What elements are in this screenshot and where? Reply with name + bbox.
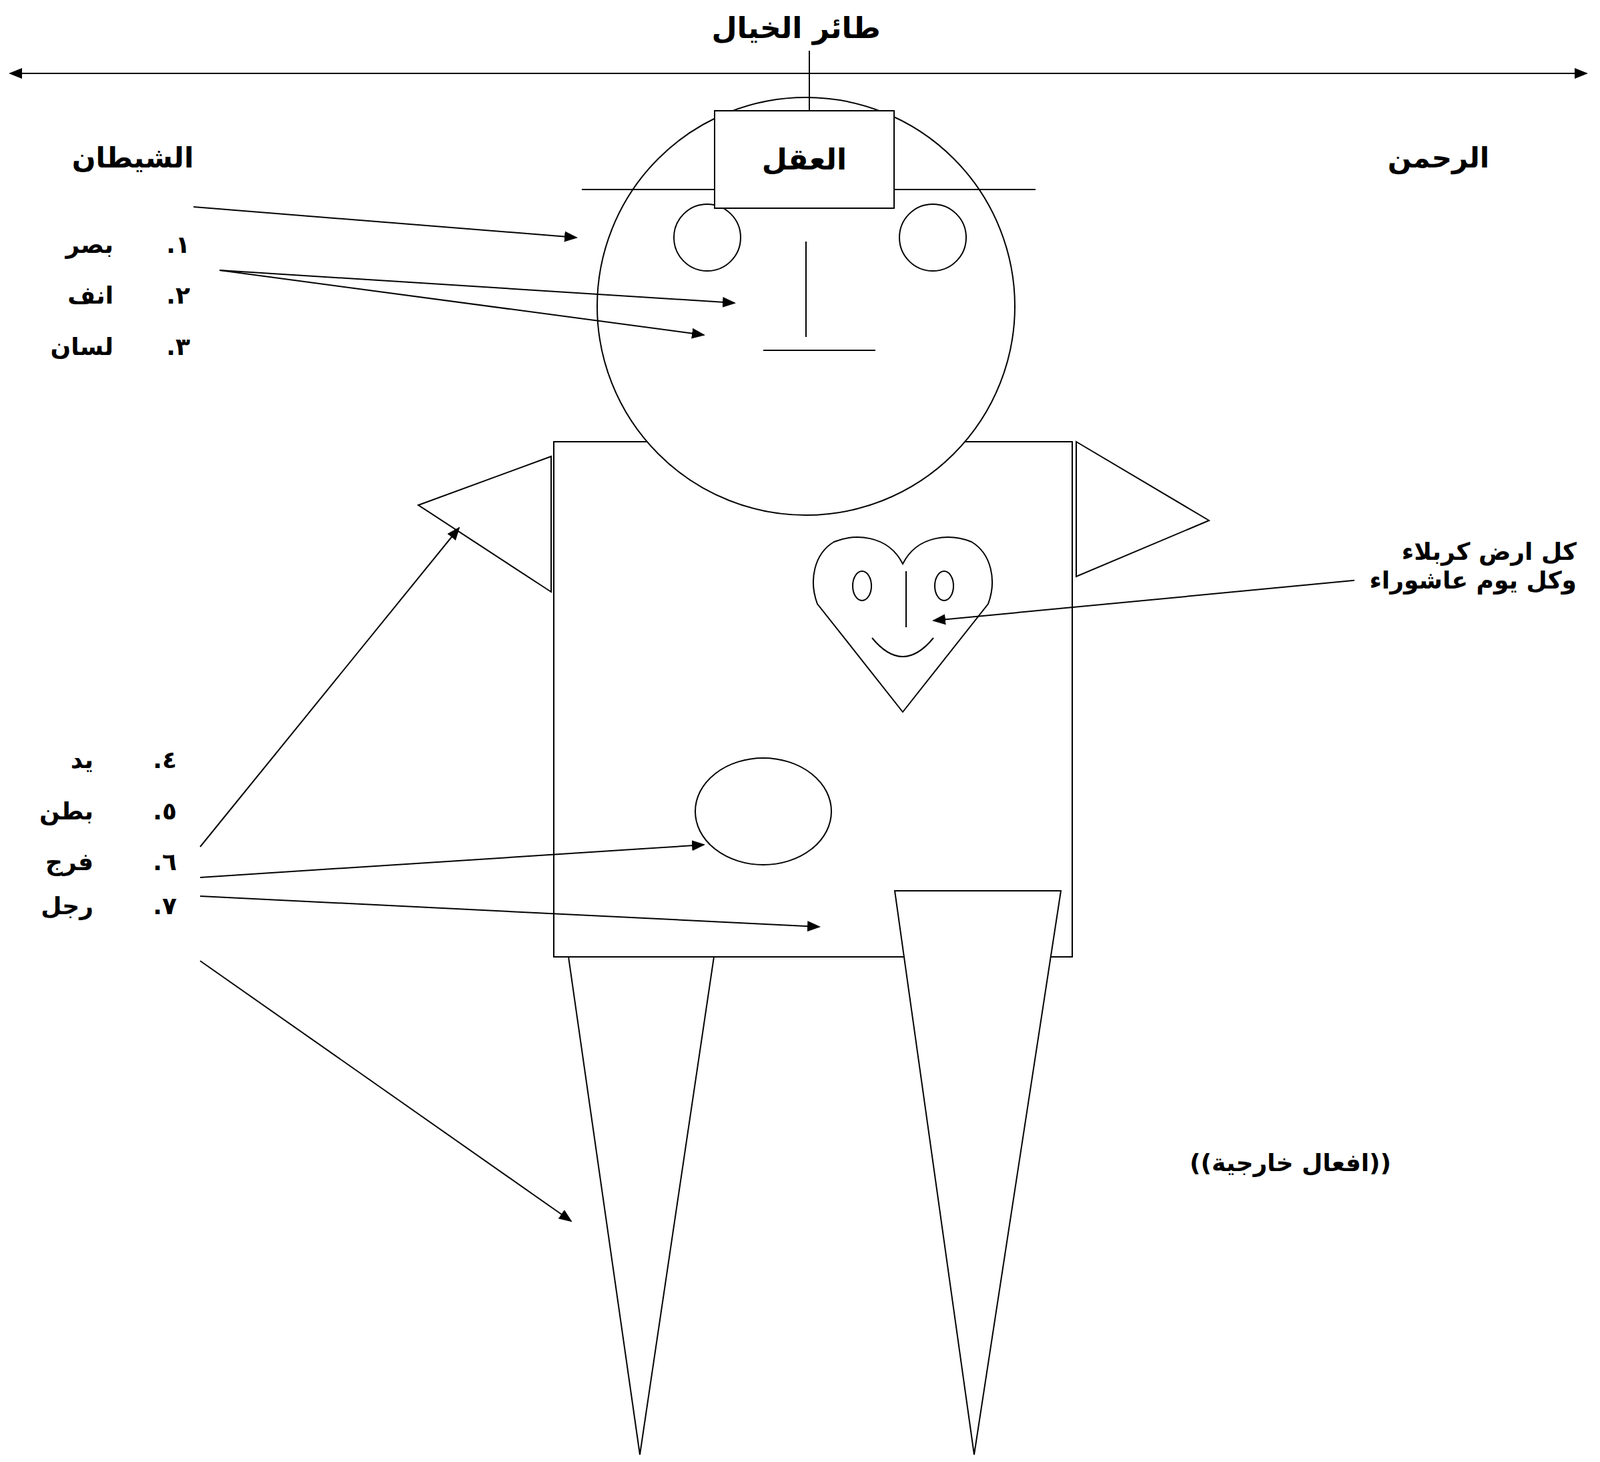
- body-rect: [553, 441, 1073, 957]
- stomach-ellipse: [695, 757, 832, 865]
- organ-name: انف: [67, 280, 114, 310]
- heart-shape: [813, 537, 993, 712]
- leader-line: [200, 896, 820, 927]
- title-leader: [808, 50, 811, 111]
- eye: [899, 204, 967, 271]
- list-number: ١.: [166, 230, 191, 259]
- organ-name: بطن: [39, 796, 94, 826]
- leader-line: [200, 527, 460, 847]
- leader-line: [219, 270, 735, 303]
- mind-box: العقل: [713, 110, 895, 209]
- side-label: الرحمن: [1387, 141, 1490, 175]
- leader-line: [219, 270, 704, 335]
- organ-name: فرج: [45, 847, 94, 877]
- heart-eye: [852, 571, 872, 601]
- leader-line: [193, 206, 577, 238]
- right-leg: [894, 890, 1061, 1455]
- right-arm: [1076, 441, 1210, 577]
- side-label: الشيطان: [72, 141, 195, 175]
- leader-line: [200, 844, 704, 878]
- leader-line: [200, 960, 572, 1222]
- nose-line: [805, 241, 807, 337]
- organ-name: رجل: [40, 891, 94, 921]
- list-number: ٧.: [152, 891, 177, 921]
- heart-caption: كل ارض كربلاء وكل يوم عاشوراء: [1363, 537, 1577, 595]
- scale-arrow: [10, 72, 1587, 75]
- heart-eye: [934, 571, 954, 601]
- node-text: العقل: [761, 142, 847, 178]
- mouth-line: [763, 349, 876, 351]
- list-number: ٥.: [152, 796, 177, 826]
- left-leg: [568, 956, 714, 1455]
- organ-name: لسان: [50, 332, 114, 361]
- diagram-title: طائر الخيال: [711, 10, 881, 47]
- organ-name: بصر: [66, 230, 114, 259]
- list-number: ٣.: [166, 332, 191, 361]
- head-circle: [597, 97, 1015, 516]
- organ-name: يد: [70, 745, 94, 774]
- list-number: ٢.: [166, 280, 191, 310]
- heart-smile: [872, 637, 934, 657]
- left-arm: [418, 456, 552, 592]
- leader-line: [933, 580, 1355, 621]
- list-number: ٦.: [152, 847, 177, 877]
- note: ((افعال خارجية)): [1189, 1148, 1392, 1177]
- heart-nose: [905, 571, 907, 628]
- eye: [673, 204, 741, 271]
- list-number: ٤.: [152, 745, 177, 774]
